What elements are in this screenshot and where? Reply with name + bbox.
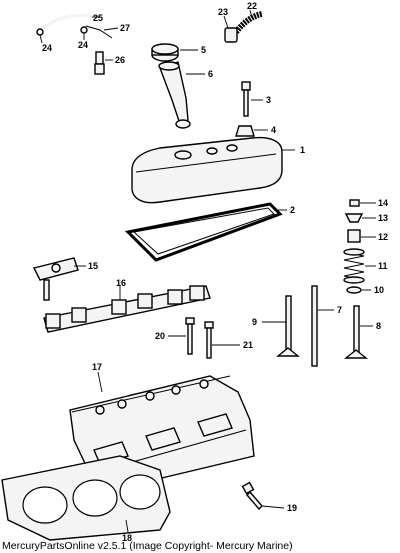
callout-19[interactable]: 19 xyxy=(287,503,297,513)
part-rocker-arm-15[interactable] xyxy=(32,257,79,301)
part-bolt-20[interactable] xyxy=(185,317,195,355)
copyright-footer: MercuryPartsOnline v2.5.1 (Image Copyrig… xyxy=(2,540,293,552)
part-rocker-assembly-16[interactable] xyxy=(43,285,211,333)
callout-18[interactable]: 18 xyxy=(122,533,132,543)
callout-11[interactable]: 11 xyxy=(378,261,388,271)
callout-24a[interactable]: 24 xyxy=(42,43,52,53)
callout-5[interactable]: 5 xyxy=(201,45,206,55)
part-gasket-2[interactable] xyxy=(124,202,283,262)
callout-8[interactable]: 8 xyxy=(376,321,381,331)
callout-9[interactable]: 9 xyxy=(252,317,257,327)
callout-4[interactable]: 4 xyxy=(271,125,276,135)
callout-12[interactable]: 12 xyxy=(378,232,388,242)
part-valve-9[interactable] xyxy=(276,295,300,357)
part-hose-25[interactable] xyxy=(36,14,113,39)
part-head-gasket-18[interactable] xyxy=(1,455,171,541)
callout-14[interactable]: 14 xyxy=(378,198,388,208)
part-bolt-19[interactable] xyxy=(241,481,263,511)
part-fitting-26[interactable] xyxy=(94,51,105,75)
part-hose-22[interactable] xyxy=(224,11,263,43)
part-oil-cap-5[interactable] xyxy=(151,43,179,62)
part-washer-10[interactable] xyxy=(346,286,362,294)
callout-21[interactable]: 21 xyxy=(243,340,253,350)
callout-25[interactable]: 25 xyxy=(93,13,103,23)
part-bolt-21[interactable] xyxy=(204,321,214,359)
callout-17[interactable]: 17 xyxy=(92,362,102,372)
part-spring-11[interactable] xyxy=(343,248,365,284)
part-fill-tube-6[interactable] xyxy=(158,61,191,129)
callout-24b[interactable]: 24 xyxy=(78,40,88,50)
part-valve-8[interactable] xyxy=(344,305,368,359)
callout-13[interactable]: 13 xyxy=(378,213,388,223)
part-pushrod-7[interactable] xyxy=(311,285,318,367)
callout-27[interactable]: 27 xyxy=(120,23,130,33)
callout-7[interactable]: 7 xyxy=(337,305,342,315)
callout-1[interactable]: 1 xyxy=(300,145,305,155)
part-keeper-14[interactable] xyxy=(349,199,360,207)
part-valve-cover-1[interactable] xyxy=(131,136,283,204)
callout-6[interactable]: 6 xyxy=(208,69,213,79)
callout-15[interactable]: 15 xyxy=(88,261,98,271)
callout-16[interactable]: 16 xyxy=(116,278,126,288)
part-bolt-3[interactable] xyxy=(241,81,251,117)
callout-22[interactable]: 22 xyxy=(247,1,257,11)
callout-10[interactable]: 10 xyxy=(374,285,384,295)
part-retainer-13[interactable] xyxy=(344,213,364,223)
callout-3[interactable]: 3 xyxy=(266,95,271,105)
part-grommet-4[interactable] xyxy=(235,125,255,137)
callout-20[interactable]: 20 xyxy=(155,331,165,341)
callout-23[interactable]: 23 xyxy=(218,7,228,17)
part-seal-12[interactable] xyxy=(347,229,361,243)
callout-2[interactable]: 2 xyxy=(290,205,295,215)
callout-26[interactable]: 26 xyxy=(115,55,125,65)
